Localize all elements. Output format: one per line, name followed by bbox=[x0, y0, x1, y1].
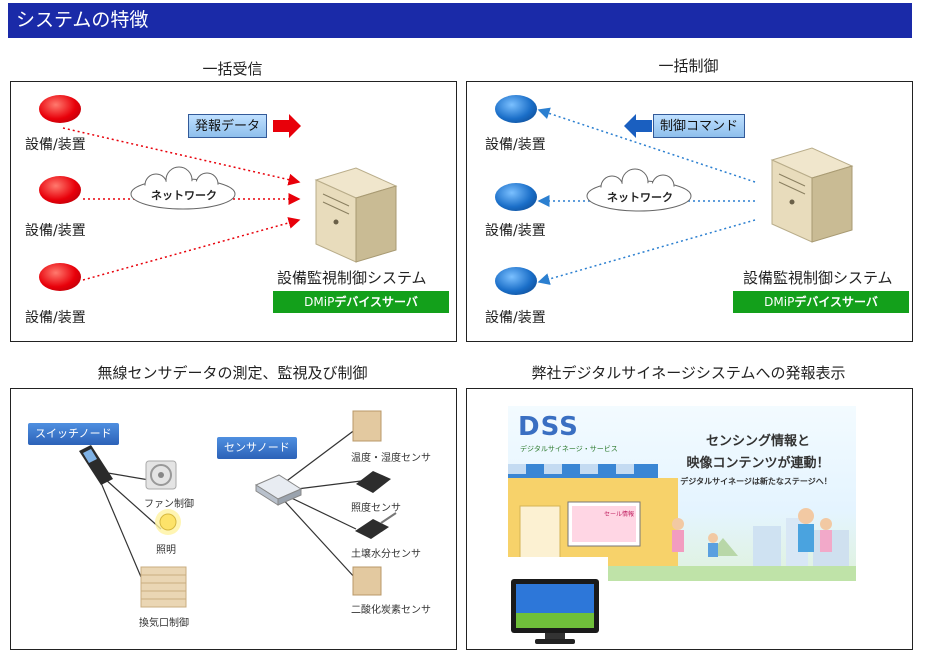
shop-sign-label: セール情報 bbox=[604, 511, 635, 518]
lighting-label: 照明 bbox=[156, 545, 176, 556]
sensor-lines bbox=[79, 410, 397, 608]
device-label: 設備/装置 bbox=[25, 223, 86, 239]
device-red-icon bbox=[39, 263, 81, 291]
vent-control-label: 換気口制御 bbox=[139, 618, 189, 629]
network-cloud bbox=[586, 168, 692, 212]
network-cloud bbox=[130, 166, 236, 210]
soil-moisture-sensor-icon bbox=[355, 512, 397, 539]
light-bulb-icon bbox=[155, 509, 181, 535]
panel-title-batch-control: 一括制御 bbox=[658, 57, 719, 75]
system-name: 設備監視制御システム bbox=[277, 269, 427, 287]
device-blue-icon bbox=[495, 267, 537, 295]
dss-logo: DSS bbox=[518, 412, 579, 442]
dss-logo-subtitle: デジタルサイネージ・サービス bbox=[520, 445, 618, 453]
section-title: システムの特徴 bbox=[16, 9, 149, 31]
family-figures bbox=[672, 508, 832, 557]
device-label: 設備/装置 bbox=[485, 223, 546, 239]
illuminance-sensor-icon bbox=[356, 471, 391, 493]
vent-icon bbox=[140, 566, 187, 608]
panel-wireless-sensor: スイッチノード センサノード ファン制御 照明 換気口制御 温度・湿度センサ 照… bbox=[10, 388, 457, 650]
receive-lines bbox=[62, 114, 398, 281]
device-blue-icon bbox=[495, 183, 537, 211]
tv-monitor-icon bbox=[511, 579, 599, 644]
device-label: 設備/装置 bbox=[485, 310, 546, 326]
command-arrow-icon bbox=[624, 114, 652, 138]
control-command-tag: 制御コマンド bbox=[653, 114, 746, 138]
server-icon bbox=[770, 147, 854, 243]
notify-data-tag: 発報データ bbox=[188, 114, 268, 138]
system-name: 設備監視制御システム bbox=[743, 269, 893, 287]
sensor-node-tag: センサノード bbox=[217, 437, 297, 459]
switch-node-tag: スイッチノード bbox=[28, 423, 119, 445]
panel-title-signage: 弊社デジタルサイネージシステムへの発報表示 bbox=[531, 364, 846, 382]
switch-node-device-icon bbox=[79, 445, 113, 485]
notify-arrow-icon bbox=[273, 114, 301, 138]
sensor-node-device-icon bbox=[254, 474, 303, 506]
panel-batch-receive: 設備/装置 設備/装置 設備/装置 発報データ ネットワーク 設備監視制御システ… bbox=[10, 81, 457, 342]
panel-title-wireless-sensor: 無線センサデータの測定、監視及び制御 bbox=[97, 364, 368, 382]
device-red-icon bbox=[39, 95, 81, 123]
soil-moisture-sensor-label: 土壌水分センサ bbox=[351, 549, 421, 560]
temp-humidity-sensor-icon bbox=[352, 410, 382, 442]
device-red-icon bbox=[39, 176, 81, 204]
network-label: ネットワーク bbox=[151, 189, 217, 202]
device-label: 設備/装置 bbox=[25, 310, 86, 326]
illuminance-sensor-label: 照度センサ bbox=[351, 503, 401, 514]
control-lines bbox=[537, 107, 854, 285]
device-server-bar: DMiPデバイスサーバ bbox=[273, 291, 449, 313]
panel-batch-control: 設備/装置 設備/装置 設備/装置 制御コマンド ネットワーク 設備監視制御シス… bbox=[466, 81, 913, 342]
co2-sensor-label: 二酸化炭素センサ bbox=[351, 605, 431, 616]
fan-control-label: ファン制御 bbox=[144, 499, 194, 510]
co2-sensor-icon bbox=[352, 566, 382, 596]
device-label: 設備/装置 bbox=[485, 137, 546, 153]
fan-icon bbox=[145, 460, 177, 490]
device-blue-icon bbox=[495, 95, 537, 123]
signage-tagline: デジタルサイネージは新たなステージへ！ bbox=[680, 477, 832, 486]
signage-banner: DSS デジタルサイネージ・サービス センシング情報と 映像コンテンツが連動！ … bbox=[508, 406, 856, 581]
section-header: システムの特徴 bbox=[8, 3, 912, 38]
panel-signage: DSS デジタルサイネージ・サービス センシング情報と 映像コンテンツが連動！ … bbox=[466, 388, 913, 650]
panel-title-batch-receive: 一括受信 bbox=[202, 60, 263, 78]
device-server-bar: DMiPデバイスサーバ bbox=[733, 291, 909, 313]
signage-headline-1: センシング情報と bbox=[705, 434, 810, 449]
signage-headline-2: 映像コンテンツが連動！ bbox=[686, 456, 830, 471]
network-label: ネットワーク bbox=[607, 191, 673, 204]
temp-humidity-sensor-label: 温度・湿度センサ bbox=[351, 453, 431, 464]
device-label: 設備/装置 bbox=[25, 137, 86, 153]
server-icon bbox=[314, 167, 398, 263]
